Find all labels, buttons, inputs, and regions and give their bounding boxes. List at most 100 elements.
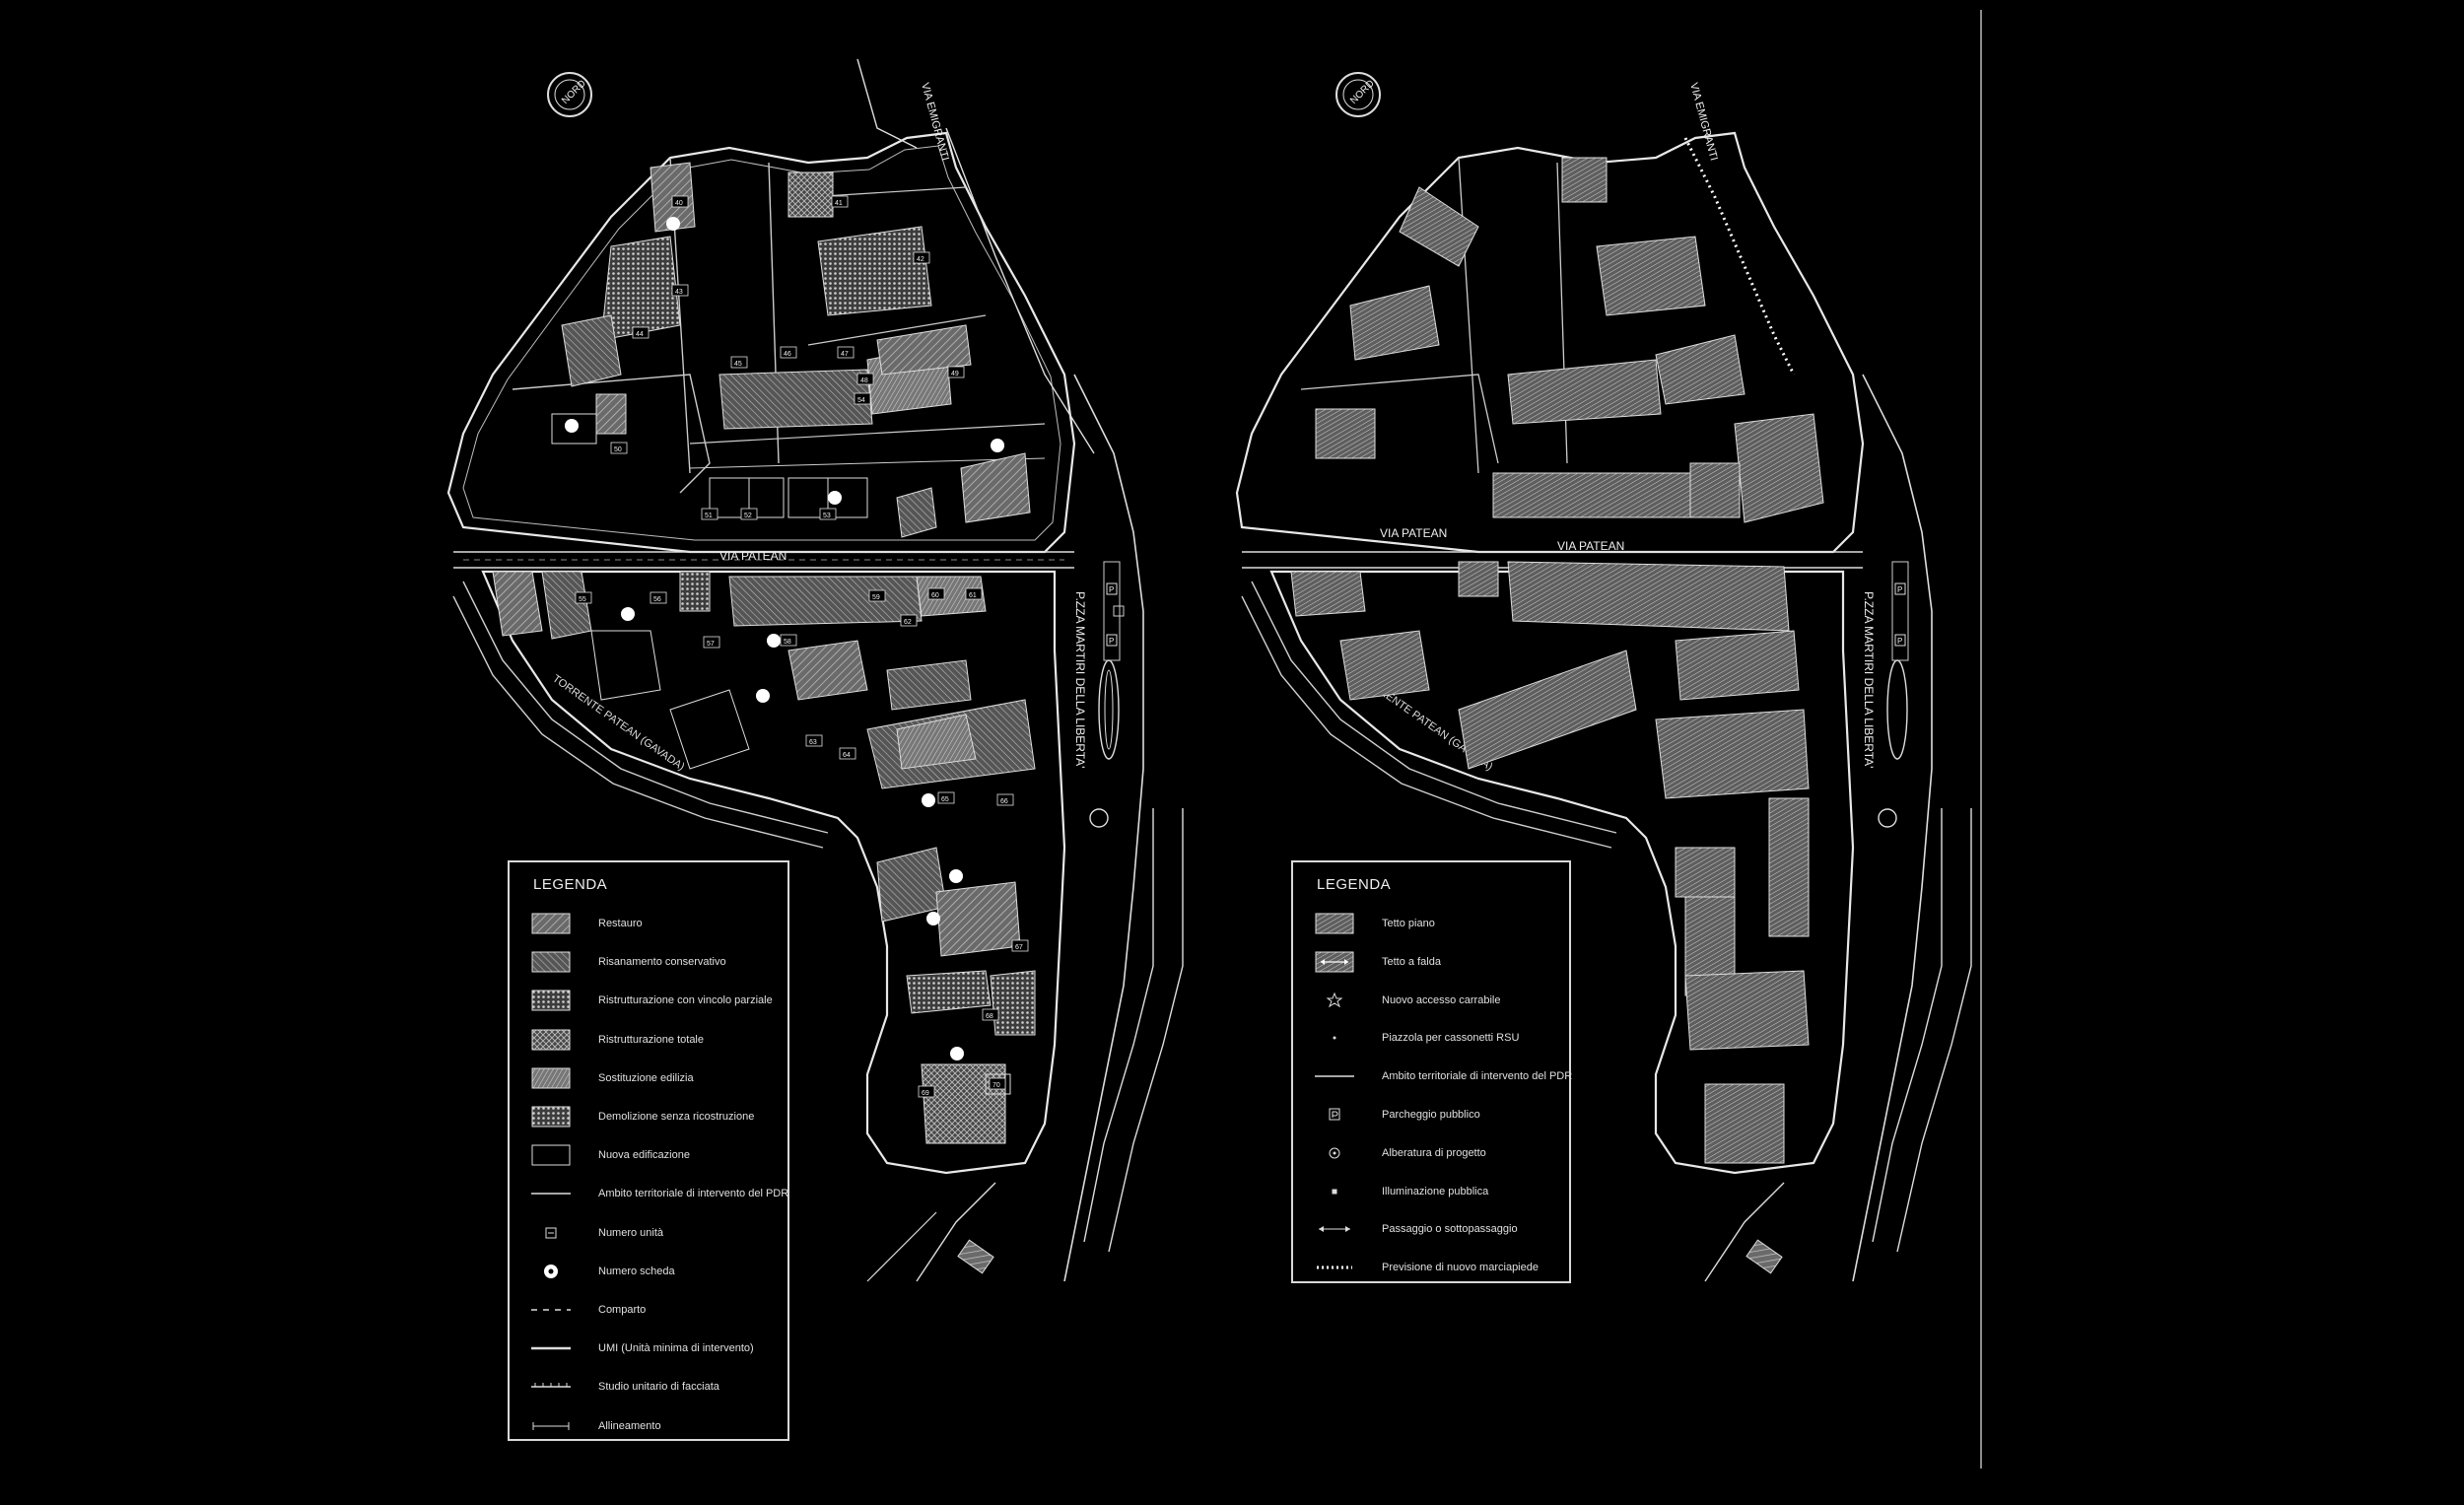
parcel-number: 42: [917, 256, 924, 263]
legend-item: Nuova edificazione: [531, 1141, 690, 1169]
legend-item: Ristrutturazione con vincolo parziale: [531, 987, 773, 1014]
parcel-number: 68: [986, 1013, 993, 1020]
parking-label: P: [1897, 585, 1902, 594]
parcel-number: 59: [872, 594, 880, 601]
parcel-number: 52: [744, 513, 752, 519]
legend-item: Previsione di nuovo marciapiede: [1315, 1254, 1539, 1281]
legend-item: Passaggio o sottopassaggio: [1315, 1215, 1518, 1243]
via-patean-label: VIA PATEAN: [719, 549, 787, 563]
parcel-number-tag: 67: [1011, 939, 1029, 952]
legend-item: Tetto piano: [1315, 910, 1435, 937]
demolizione-swatch: [531, 1104, 571, 1129]
parcel-number-tag: 70: [989, 1077, 1006, 1090]
tetto-falda-swatch: [1315, 949, 1354, 975]
comparto-dashed-line: [531, 1297, 571, 1323]
parcel-number-tag: 49: [947, 366, 965, 378]
parcel-number: 53: [823, 513, 831, 519]
parcel-number: 49: [951, 371, 959, 377]
legend-item-label: Illuminazione pubblica: [1382, 1185, 1489, 1197]
parcel-number: 43: [675, 289, 683, 296]
piazza-label: P.ZZA MARTIRI DELLA LIBERTA': [1073, 591, 1087, 768]
parcel-number-tag: 63: [805, 734, 823, 747]
legend-item-label: Parcheggio pubblico: [1382, 1109, 1480, 1121]
parking-icon: P: [1894, 582, 1906, 595]
parcel-number-tag: 41: [831, 195, 849, 208]
parcel-number-tag: 52: [740, 508, 758, 520]
parcel-number-tag: 61: [965, 587, 983, 600]
legend-item-label: Ristrutturazione con vincolo parziale: [598, 994, 773, 1007]
passage-arrow-icon: [1315, 1216, 1354, 1242]
legend-item-label: Sostituzione edilizia: [598, 1071, 694, 1084]
parking-icon: P: [1106, 634, 1118, 647]
parcel-number: 64: [843, 752, 851, 759]
legend-item-label: Nuovo accesso carrabile: [1382, 993, 1501, 1006]
parcel-number: 69: [922, 1090, 929, 1097]
restauro-swatch: [531, 911, 571, 936]
nuova-edificazione-swatch: [531, 1142, 571, 1168]
parcel-number: 63: [809, 739, 817, 746]
parcel-number: 46: [784, 351, 791, 358]
numero-unita-box: [531, 1220, 571, 1246]
north-arrow-icon: NORD: [1335, 72, 1381, 117]
parcel-number: 47: [841, 351, 849, 358]
legend-item-label: Tetto piano: [1382, 918, 1435, 929]
ristrutturazione-totale-swatch: [531, 1027, 571, 1053]
torrente-label: TORRENTE PATEAN (GAVADA): [550, 673, 686, 774]
parcel-number: 54: [857, 397, 865, 404]
parcel-number-tag: 58: [780, 634, 797, 647]
legend-item-label: Restauro: [598, 918, 643, 929]
legend-item: Tetto a falda: [1315, 948, 1441, 976]
parcel-number-tag: 56: [650, 591, 667, 604]
vincolo-parziale-swatch: [531, 988, 571, 1013]
piazza-label: P.ZZA MARTIRI DELLA LIBERTA': [1862, 591, 1876, 768]
parcel-number: 51: [705, 513, 713, 519]
right-map-roofs-and-services: NORD VIA PATEAN VIA PATEAN TORRENTE PATE…: [1235, 72, 1972, 1282]
legend-item-label: UMI (Unità minima di intervento): [598, 1342, 754, 1355]
parking-icon: P: [1894, 634, 1906, 647]
parcel-number-tag: 66: [996, 793, 1014, 806]
numero-scheda-circle: [531, 1259, 571, 1284]
parcel-number: 48: [860, 377, 868, 384]
parcel-number-tag: 54: [854, 392, 871, 405]
parcel-number: 40: [675, 200, 683, 207]
legend-item: Alberatura di progetto: [1315, 1139, 1486, 1167]
star-icon: [1315, 988, 1354, 1013]
parcel-number: 57: [707, 641, 715, 648]
legend-item: Studio unitario di facciata: [531, 1373, 719, 1401]
legend-item-label: Demolizione senza ricostruzione: [598, 1111, 755, 1123]
parcel-number: 67: [1015, 944, 1023, 951]
legend-item: Nuovo accesso carrabile: [1315, 987, 1500, 1014]
parking-icon: P: [1106, 582, 1118, 595]
sostituzione-swatch: [531, 1065, 571, 1091]
legend-title: LEGENDA: [1317, 876, 1392, 893]
parcel-number-tag: 55: [575, 591, 592, 604]
ambito-line: [1315, 1063, 1354, 1089]
parcel-number-tag: 62: [900, 614, 918, 627]
parcel-number-tag: 65: [937, 791, 955, 804]
parcel-number: 45: [734, 361, 742, 368]
legend-item: Ambito territoriale di intervento del PD…: [531, 1180, 788, 1207]
parcel-number: 61: [969, 592, 977, 599]
parcel-number: 65: [941, 796, 949, 803]
legend-item-label: Alberatura di progetto: [1382, 1146, 1486, 1159]
legend-item-label: Studio unitario di facciata: [598, 1381, 719, 1394]
parcel-number-tag: 64: [839, 747, 856, 760]
parking-icon: [1315, 1102, 1354, 1128]
legend-item: Illuminazione pubblica: [1315, 1178, 1488, 1205]
parcel-number-tag: 68: [982, 1008, 999, 1021]
legend-item-label: Allineamento: [598, 1419, 661, 1432]
legend-item-label: Ambito territoriale di intervento del PD…: [598, 1188, 789, 1200]
legend-item: Piazzola per cassonetti RSU: [1315, 1024, 1519, 1052]
tree-icon: [1315, 1140, 1354, 1166]
parcel-number-tag: 50: [610, 442, 628, 454]
parcel-number: 60: [931, 592, 939, 599]
via-patean-label: VIA PATEAN: [1557, 539, 1624, 553]
legend-item: Parcheggio pubblico: [1315, 1101, 1480, 1129]
legend-item-label: Ambito territoriale di intervento del PD…: [1382, 1070, 1573, 1083]
facciata-line: [531, 1374, 571, 1400]
legend-title: LEGENDA: [533, 876, 608, 893]
light-icon: [1315, 1179, 1354, 1204]
legend-item-label: Comparto: [598, 1304, 647, 1316]
